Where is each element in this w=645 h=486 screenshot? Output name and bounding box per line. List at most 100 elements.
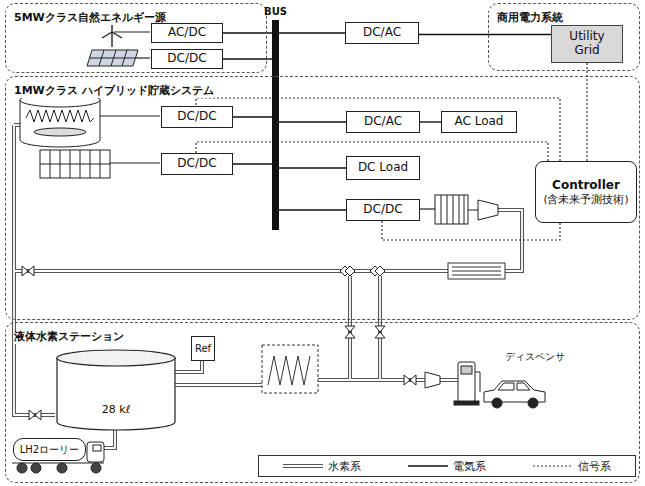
power-line <box>419 34 551 35</box>
legend-sample <box>408 462 448 470</box>
converter-box: AC/DC <box>151 23 223 43</box>
solar-panel <box>87 50 138 66</box>
legend-sample <box>533 462 573 470</box>
power-line <box>279 167 346 168</box>
heat-exchanger <box>448 263 505 279</box>
hydrogen-pipe <box>14 125 522 448</box>
smes-coil <box>34 128 86 136</box>
bus-bar: BUS <box>272 20 279 230</box>
converter-box: DC/AC <box>346 111 420 133</box>
car <box>492 398 502 408</box>
battery <box>40 150 110 178</box>
node-label: Utility Grid <box>555 30 619 58</box>
battery <box>40 150 160 178</box>
converter-box: DC/AC <box>345 22 419 44</box>
tanker-body: LH2ローリー <box>13 438 86 461</box>
node-label: DC/DC <box>363 203 402 217</box>
legend-box: 水素系 電気系 信号系 <box>258 455 636 477</box>
legend-sample-line <box>408 465 448 466</box>
truck <box>91 463 101 473</box>
tank-outline <box>56 349 176 431</box>
car <box>484 381 545 408</box>
fuel-cell <box>419 195 498 224</box>
legend-item: 水素系 <box>283 459 361 474</box>
converter-box: DC/DC <box>346 199 420 221</box>
power-line <box>223 32 272 33</box>
truck <box>93 445 101 451</box>
car <box>528 398 538 408</box>
node-label: Controller <box>552 179 620 193</box>
solar-panel <box>87 50 150 66</box>
power-line <box>279 32 345 33</box>
wind-turbine <box>112 32 122 38</box>
node-label: 1MWクラス ハイブリッド貯蔵システム <box>14 85 214 98</box>
heat-exchanger <box>452 267 501 275</box>
legend-text: 電気系 <box>453 459 486 474</box>
dispenser <box>475 372 480 392</box>
wind-turbine <box>114 31 150 32</box>
node-label: DC Load <box>358 161 408 175</box>
controller-box: Controller(含未来予測技術) <box>535 161 637 223</box>
battery <box>40 150 110 178</box>
battery <box>110 162 160 163</box>
power-line <box>420 121 441 122</box>
legend-sample-line <box>283 465 323 467</box>
node-label: DC/DC <box>177 110 216 124</box>
legend-sample <box>283 462 323 470</box>
dispenser <box>454 362 480 405</box>
legend-item: 信号系 <box>533 459 611 474</box>
smes-coil <box>100 115 160 116</box>
valve <box>425 372 440 388</box>
signal-line <box>382 221 560 240</box>
solar-panel <box>136 57 150 58</box>
power-line <box>279 209 346 210</box>
station-heat-exchanger <box>268 356 310 385</box>
tank-outline <box>57 350 175 366</box>
node-label: DC/AC <box>363 26 401 40</box>
node-label: LH2ローリー <box>20 444 79 456</box>
node-sublabel: (含未来予測技術) <box>543 193 628 205</box>
converter-box: DC/DC <box>161 106 233 128</box>
truck <box>87 442 104 462</box>
smes-coil <box>26 110 94 122</box>
fuel-cell <box>441 195 464 224</box>
node-label: BUS <box>264 6 287 18</box>
fuel-cell <box>478 200 498 220</box>
station-heat-exchanger <box>262 345 318 393</box>
converter-box: DC/DC <box>151 49 223 69</box>
node-label: 5MWクラス自然エネルギー源 <box>14 12 166 25</box>
node-label: 液体水素ステーション <box>14 331 124 344</box>
legend-item: 電気系 <box>408 459 486 474</box>
storage-region: 1MWクラス ハイブリッド貯蔵システムDC/DCDC/ACAC LoadDC L… <box>5 76 640 320</box>
valve <box>345 326 355 338</box>
valve <box>22 266 34 276</box>
load-box: DC Load <box>346 156 420 180</box>
node-label: DC/DC <box>177 157 216 171</box>
dispenser <box>458 362 475 402</box>
valve <box>375 326 385 338</box>
fuel-cell <box>419 208 435 209</box>
car <box>498 383 530 390</box>
node-label: Ref <box>195 343 211 355</box>
free-label: ディスペンサ <box>505 350 565 364</box>
signal-line <box>196 98 560 161</box>
valve <box>404 375 416 385</box>
truck <box>12 463 104 464</box>
converter-box: DC/DC <box>161 153 233 175</box>
legend-sample-line <box>533 465 573 466</box>
legend-text: 水素系 <box>328 459 361 474</box>
power-line <box>233 163 272 164</box>
power-line <box>233 116 272 117</box>
grid-region: 商用電力系統Utility Grid <box>488 3 640 71</box>
truck <box>31 463 41 473</box>
valve <box>345 266 355 276</box>
truck <box>57 463 67 473</box>
node-label: 28 kℓ <box>102 404 130 417</box>
node-label: DC/AC <box>364 115 402 129</box>
hydrogen-pipe <box>14 125 522 448</box>
wind-turbine <box>111 32 112 47</box>
legend-sample-line <box>283 464 323 468</box>
lh2-tank: 28 kℓ <box>56 349 176 431</box>
power-line <box>223 58 272 59</box>
fuel-cell <box>468 210 478 211</box>
